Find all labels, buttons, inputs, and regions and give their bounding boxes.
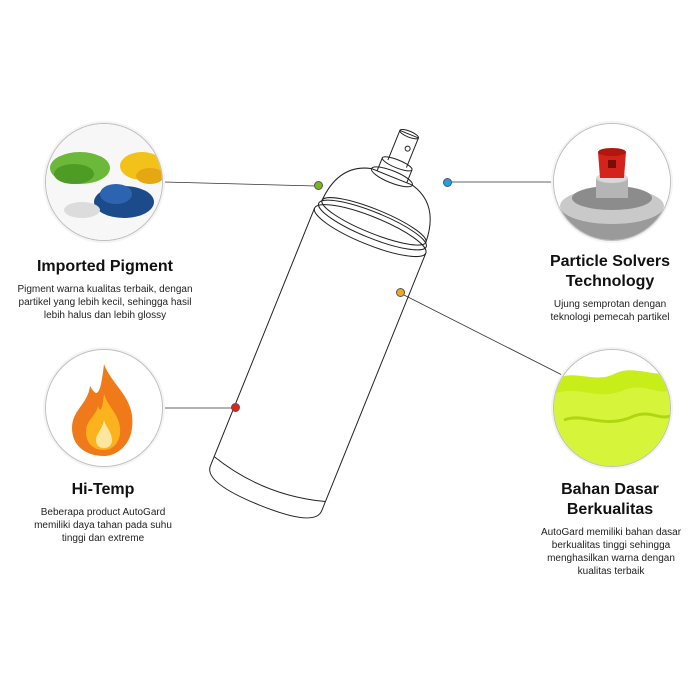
hitemp-dot (231, 403, 240, 412)
flame-icon (46, 350, 162, 466)
base-connector-line (403, 294, 569, 379)
pigment-powder-icon (46, 124, 162, 240)
base-dot (396, 288, 405, 297)
pigment-description: Pigment warna kualitas terbaik, dengan p… (17, 284, 193, 321)
particle-description: Ujung semprotan dengan teknologi pemecah… (550, 299, 670, 323)
pigment-title: Imported Pigment (36, 258, 173, 275)
particle-title: Particle Solvers Technology (549, 253, 671, 290)
hitemp-title: Hi-Temp (71, 481, 135, 498)
base-title: Bahan Dasar Berkualitas (561, 481, 659, 518)
lime-paint-icon (554, 350, 670, 466)
spray-can-outline-icon (209, 128, 431, 519)
hitemp-image (45, 349, 163, 467)
base-description: AutoGard memiliki bahan dasar berkualita… (540, 527, 682, 577)
base-image (553, 349, 671, 467)
hitemp-description: Beberapa product AutoGard memiliki daya … (34, 507, 172, 544)
particle-dot (443, 178, 452, 187)
pigment-connector-line (163, 181, 317, 187)
pigment-dot (314, 181, 323, 190)
spray-nozzle-icon (554, 124, 670, 240)
pigment-image (45, 123, 163, 241)
particle-image (553, 123, 671, 241)
